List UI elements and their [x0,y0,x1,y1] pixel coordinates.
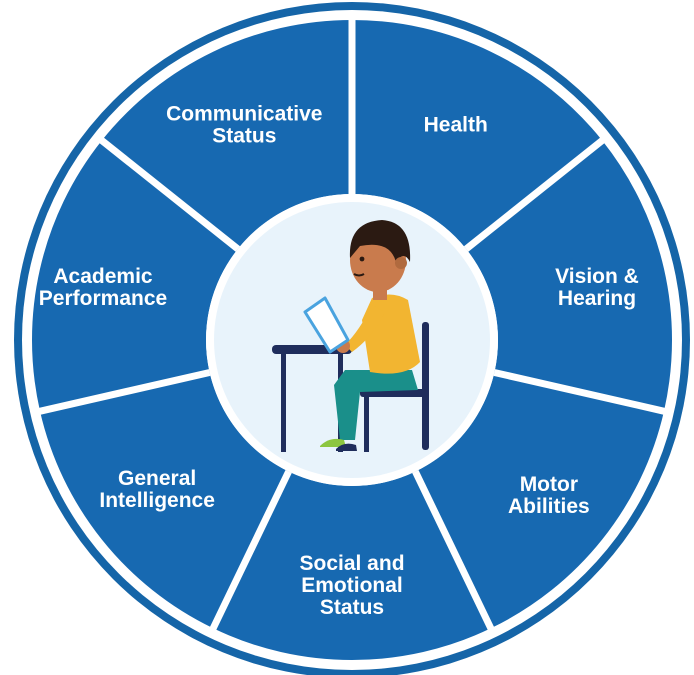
segment-label: Vision &Hearing [555,265,639,310]
wheel-segment [213,471,491,660]
segment-divider [463,136,606,252]
segment-label-line: Abilities [508,495,590,518]
student-hair [349,220,411,262]
student-eye [359,256,365,262]
student-ear [395,257,407,269]
segment-label-line: Health [424,114,488,137]
student-pants [334,370,418,440]
segment-label-line: Emotional [301,574,403,597]
segment-label-line: Communicative [166,103,322,126]
student-mouth [353,273,365,277]
book [303,296,350,354]
segment-label-line: Academic [53,265,153,288]
segment-divider [209,470,292,632]
desk-leg-left [281,352,286,452]
segment-label-line: Social and [299,552,404,575]
wheel-segment [352,20,603,249]
shoe-left [320,438,346,447]
chair-back [422,322,429,450]
segment-label-line: Vision & [555,265,639,288]
segment-label-line: Hearing [558,287,636,310]
chair-leg-front [364,396,369,452]
segment-divider [98,136,241,252]
segment-label-line: Status [212,125,276,148]
segment-divider [493,369,667,416]
wheel-segment [40,372,289,629]
segment-divider [412,470,495,632]
wheel-segment [101,20,352,249]
segment-label-line: Status [320,596,384,619]
student-reading-at-desk-illustration [272,220,429,452]
segment-label-line: Performance [39,287,167,310]
shoe-right [336,443,357,451]
segment-divider [37,369,211,416]
segment-label-line: General [118,467,196,490]
segment-label: Health [424,114,488,137]
student-arm [345,305,385,352]
wheel-segment [415,372,664,629]
segment-label-line: Intelligence [99,489,215,512]
segment-label-line: Motor [520,473,578,496]
